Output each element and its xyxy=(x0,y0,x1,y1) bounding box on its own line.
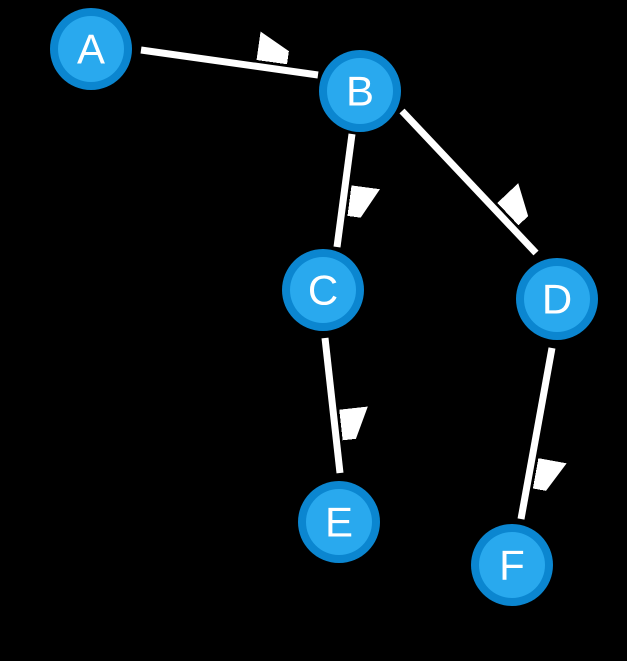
node-A-fill xyxy=(58,16,124,82)
node-F-fill xyxy=(479,532,545,598)
node-C: C xyxy=(282,249,364,331)
node-D: D xyxy=(516,258,598,340)
node-F: F xyxy=(471,524,553,606)
edges-layer xyxy=(140,50,552,520)
node-B: B xyxy=(319,50,401,132)
node-E: E xyxy=(298,481,380,563)
edge-A-B xyxy=(140,50,319,79)
node-C-fill xyxy=(290,257,356,323)
edge-B-D xyxy=(399,108,536,256)
edge-C-E xyxy=(321,337,340,474)
node-A: A xyxy=(50,8,132,90)
node-D-fill xyxy=(524,266,590,332)
edge-D-F xyxy=(517,347,552,520)
edge-B-C xyxy=(333,133,352,248)
node-B-fill xyxy=(327,58,393,124)
node-E-fill xyxy=(306,489,372,555)
